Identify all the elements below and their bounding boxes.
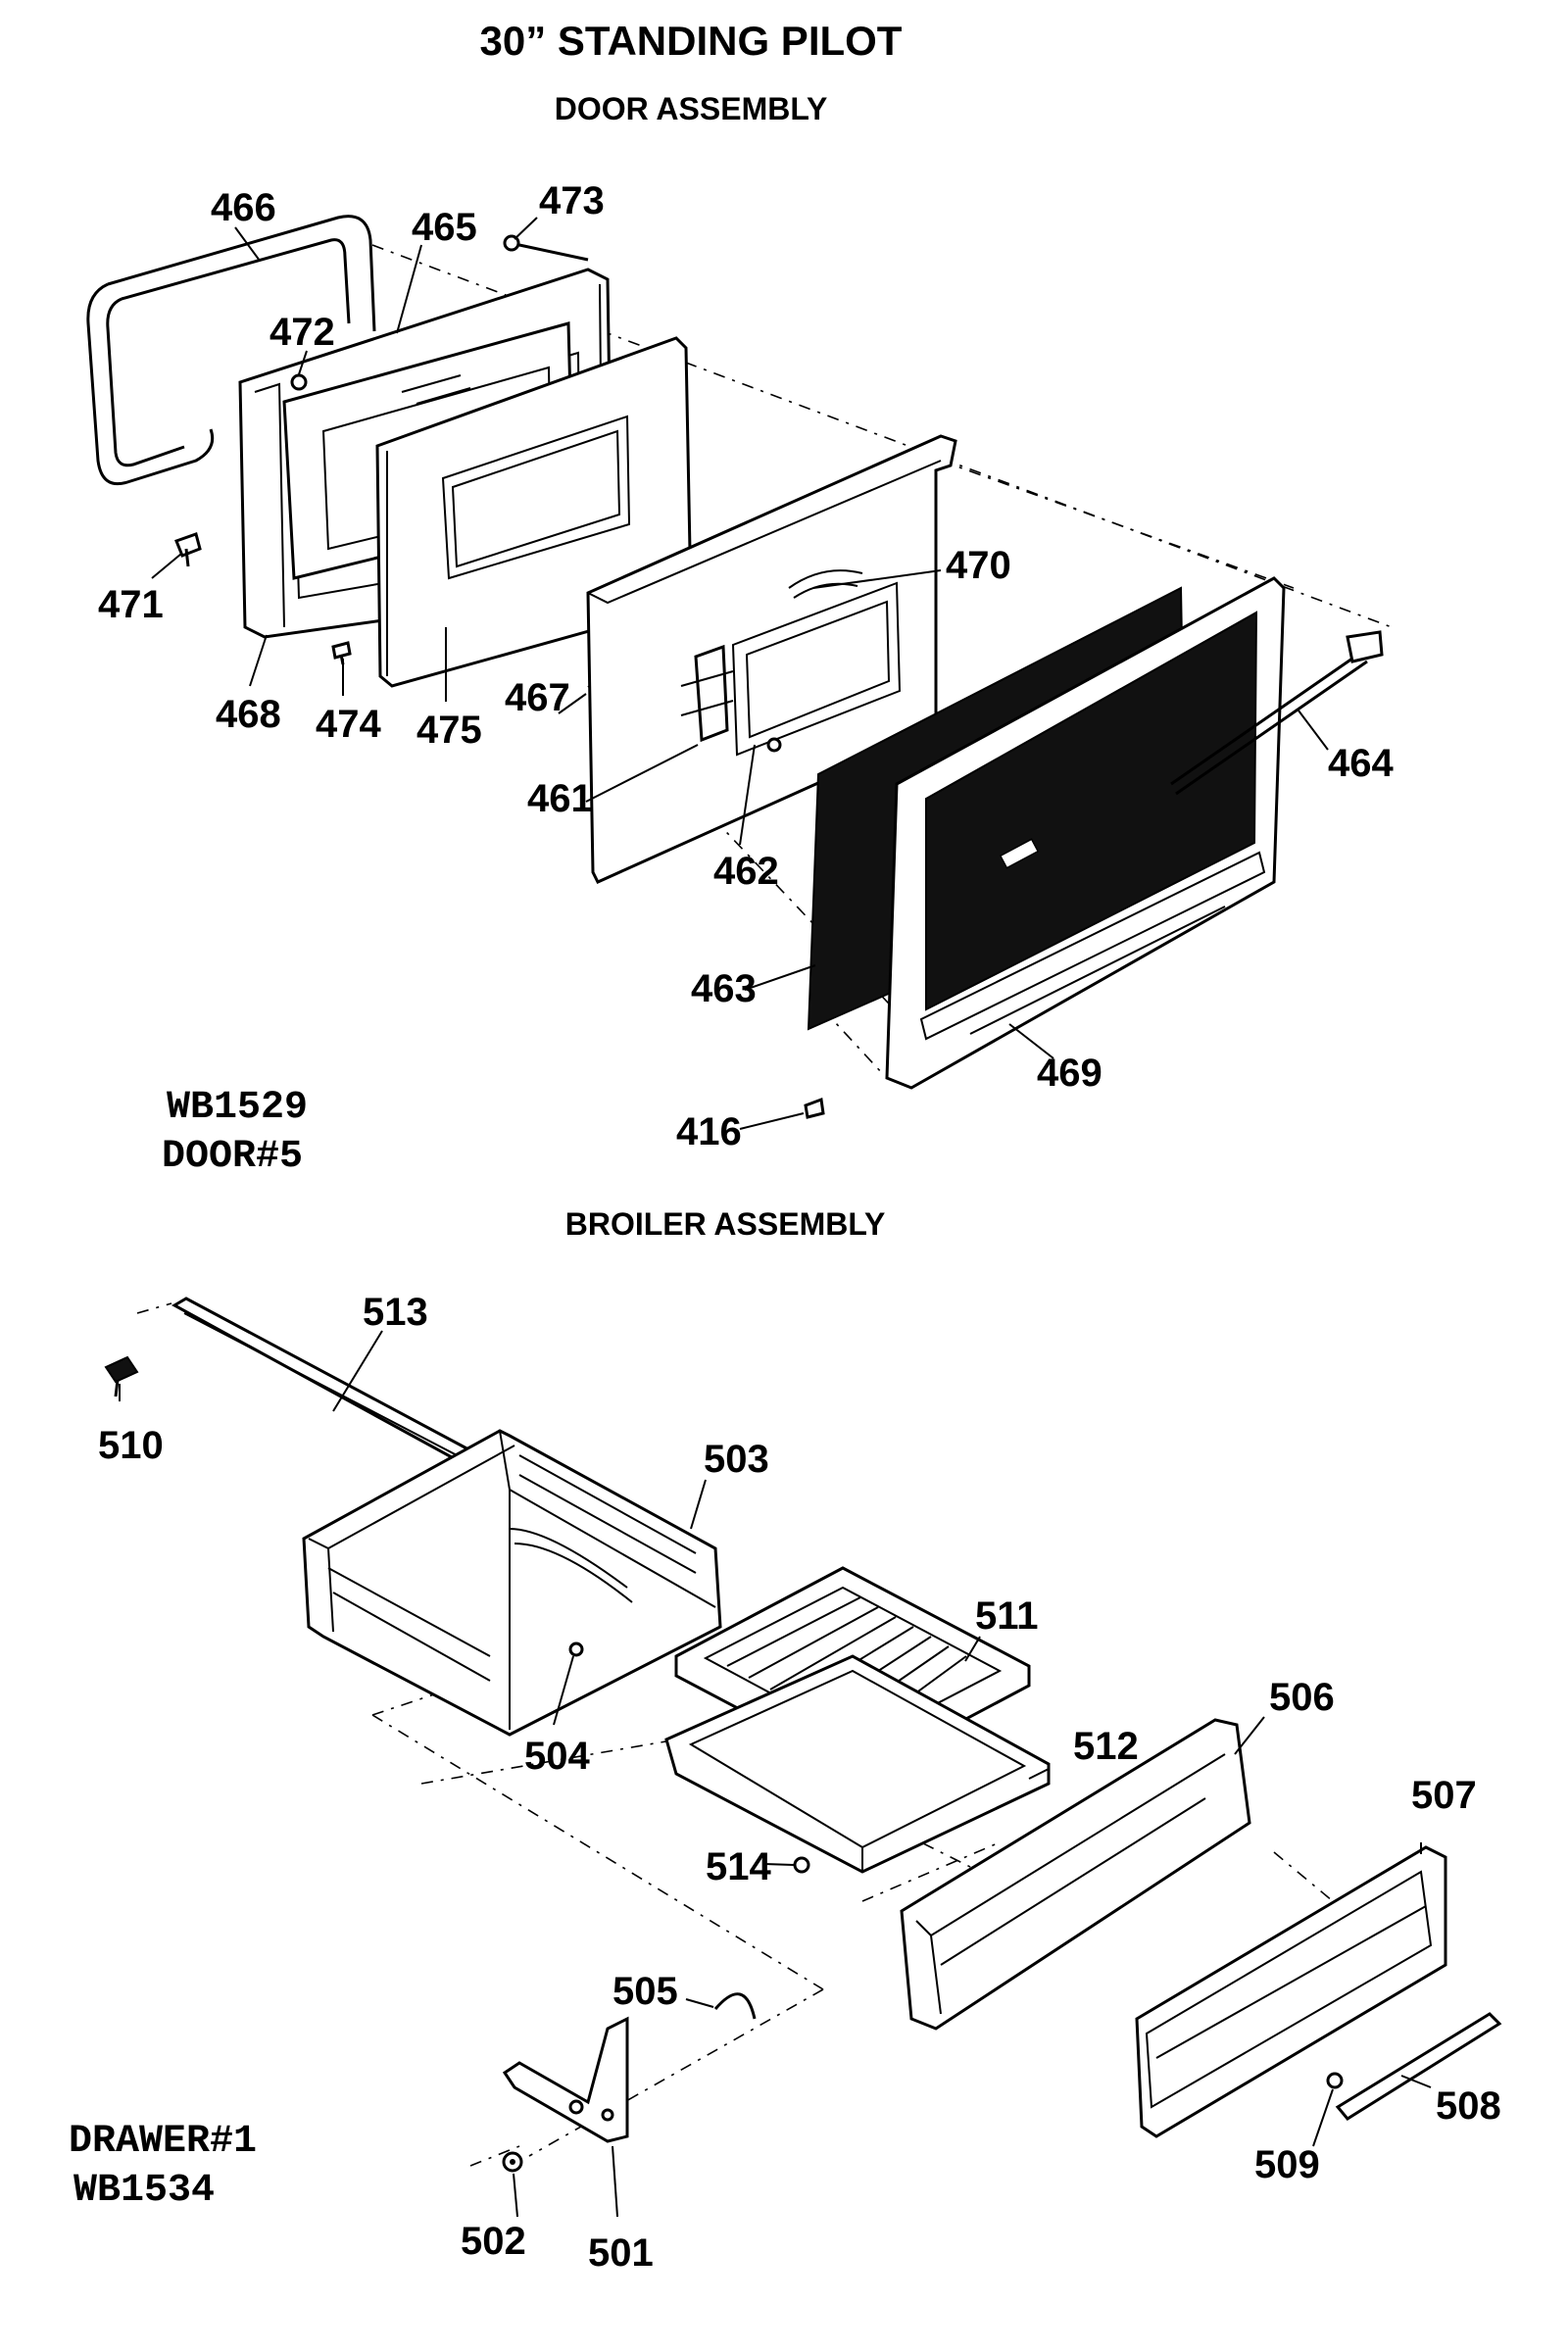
label-471: 471 (98, 583, 164, 626)
label-467: 467 (505, 676, 570, 719)
screw-514 (793, 1856, 810, 1874)
drawer-model-note: WB1534 (74, 2169, 215, 2213)
bracket-501 (502, 2016, 629, 2143)
broiler-body-503 (302, 1429, 722, 1737)
label-512: 512 (1073, 1725, 1139, 1768)
label-462: 462 (713, 850, 779, 893)
label-504: 504 (524, 1735, 590, 1778)
label-507: 507 (1411, 1774, 1477, 1817)
label-463: 463 (691, 967, 757, 1010)
label-506: 506 (1269, 1676, 1335, 1719)
label-514: 514 (706, 1845, 771, 1888)
screw-471 (174, 532, 202, 567)
screw-473 (503, 234, 589, 262)
screw-472 (290, 373, 308, 391)
screw-474 (331, 641, 352, 665)
door-leader-lines (151, 217, 1329, 1130)
broiler-assembly-heading: BROILER ASSEMBLY (565, 1206, 886, 1242)
drawer-panel-507 (1135, 1845, 1447, 2138)
label-509: 509 (1254, 2143, 1320, 2186)
wire-clip-505 (713, 1992, 757, 2020)
broiler-pan-512 (664, 1654, 1051, 1874)
label-464: 464 (1328, 742, 1394, 785)
label-468: 468 (216, 693, 281, 736)
drawer-front-506 (900, 1718, 1251, 2031)
label-503: 503 (704, 1438, 769, 1481)
label-510: 510 (98, 1424, 164, 1467)
label-513: 513 (363, 1291, 428, 1334)
label-465: 465 (412, 206, 477, 249)
hinge-461 (694, 644, 729, 743)
broiler-assembly-drawing (104, 1297, 1502, 2173)
drawer-number-note: DRAWER#1 (69, 2120, 257, 2164)
screw-509 (1326, 2072, 1344, 2089)
drawer-handle-508 (1335, 2012, 1502, 2121)
label-466: 466 (211, 186, 276, 229)
door-assembly-heading: DOOR ASSEMBLY (555, 91, 828, 126)
page-title: 30” STANDING PILOT (480, 18, 903, 64)
screw-462 (766, 737, 782, 753)
clip-510 (104, 1355, 139, 1397)
label-508: 508 (1436, 2084, 1501, 2128)
screw-416 (804, 1097, 825, 1119)
label-511: 511 (975, 1594, 1039, 1638)
broiler-leader-lines (119, 1330, 1432, 2218)
label-474: 474 (316, 703, 381, 746)
door-assembly-drawing (86, 215, 1393, 1119)
label-470: 470 (946, 544, 1011, 587)
label-505: 505 (612, 1970, 678, 2013)
label-473: 473 (539, 179, 605, 222)
door-number-note: DOOR#5 (162, 1135, 303, 1179)
label-501: 501 (588, 2231, 654, 2275)
door-handle-464 (1170, 650, 1368, 796)
label-416: 416 (676, 1110, 742, 1153)
label-475: 475 (416, 709, 482, 752)
label-469: 469 (1037, 1052, 1102, 1095)
door-liner-467 (586, 434, 957, 884)
nut-502 (502, 2151, 523, 2173)
door-gasket-466 (86, 215, 376, 486)
door-model-note: WB1529 (167, 1086, 308, 1130)
label-502: 502 (461, 2220, 526, 2263)
screw-504 (568, 1642, 584, 1657)
label-472: 472 (270, 311, 335, 354)
label-461: 461 (527, 777, 593, 820)
